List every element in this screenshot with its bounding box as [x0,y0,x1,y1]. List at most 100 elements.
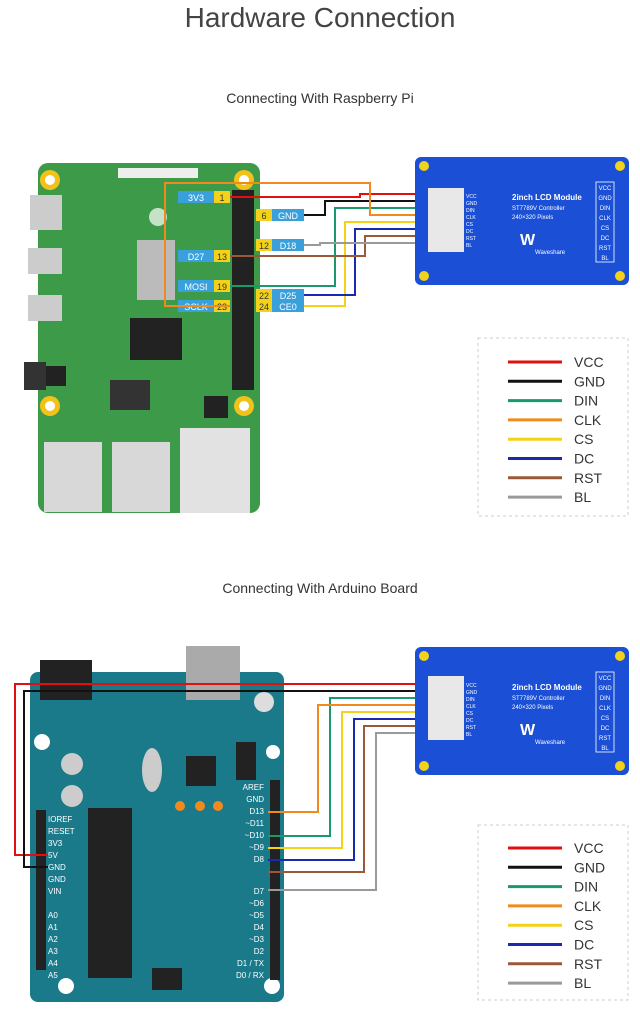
arduino-digital-pin: ~D5 [249,911,264,920]
svg-text:W: W [520,722,536,739]
arduino-digital-pin: D4 [254,923,265,932]
rpi-wire-bl [304,242,440,246]
rpi-wire-clk [164,182,440,307]
rpi-pin-labels-right: 6 GND 12 D18 22 D25 24 CE0 [256,209,304,312]
arduino-wire-clk [268,704,440,813]
arduino-power-pin: VIN [48,887,62,896]
arduino-wire-rst [268,725,440,873]
legend-rpi-label-bl: BL [574,489,591,505]
rpi-pin-ce0: CE0 [279,302,297,312]
legend-rpi-label-cs: CS [574,431,593,447]
arduino-wire-vcc [14,683,440,856]
arduino-analog-pin: A0 [48,911,58,920]
arduino-power-pin: GND [48,863,66,872]
rpi-pin-d25: D25 [280,291,297,301]
arduino-power-pin: IOREF [48,815,73,824]
svg-text:BL: BL [466,732,472,738]
arduino-power-pin: 5V [48,851,58,860]
svg-text:DIN: DIN [466,697,475,703]
svg-text:CS: CS [466,222,474,228]
legend-rpi-label-vcc: VCC [574,354,604,370]
legend-arduino-label-clk: CLK [574,898,602,914]
arduino-digital-pin: ~D11 [245,819,264,828]
arduino-digital-pin: AREF [243,783,264,792]
svg-text:VCC: VCC [466,194,477,200]
rpi-wire-din [230,207,440,287]
rpi-pin-6: 6 [261,211,266,221]
rpi-pin-1: 1 [219,193,224,203]
lcd-rpi-controller: ST7789V Controller [512,206,565,212]
svg-text:CLK: CLK [599,706,611,712]
arduino-board [30,646,284,1002]
arduino-wire-cs [268,711,440,849]
arduino-analog-pin: A5 [48,971,58,980]
svg-text:BL: BL [601,746,609,752]
svg-text:RST: RST [466,236,476,242]
legend-arduino-label-bl: BL [574,975,591,991]
svg-text:DC: DC [601,236,610,242]
arduino-wire-dc [268,718,440,861]
rpi-pin-19: 19 [217,282,227,292]
legend-arduino-label-vcc: VCC [574,840,604,856]
lcd-rpi-pin-labels-left: VCC GND DIN CLK CS DC RST BL [466,194,478,249]
arduino-section-subtitle: Connecting With Arduino Board [222,580,418,596]
legend-arduino-label-rst: RST [574,956,602,972]
arduino-digital-pin: D0 / RX [236,971,265,980]
arduino-analog-pin: A3 [48,947,58,956]
arduino-pin-labels: IOREFRESET3V35VGNDGNDVINA0A1A2A3A4A5AREF… [48,783,265,980]
lcd-arduino-pin-labels-left: VCC GND DIN CLK CS DC RST BL [466,683,478,738]
svg-text:BL: BL [466,243,472,249]
svg-text:CS: CS [601,226,609,232]
legend-rpi-label-dc: DC [574,451,594,467]
arduino-wires [14,683,440,891]
lcd-arduino-pixels: 240×320 Pixels [512,705,553,711]
rpi-wire-dc [304,228,440,296]
rpi-pin-22: 22 [259,291,269,301]
svg-text:VCC: VCC [599,186,612,192]
legend-arduino-label-dc: DC [574,937,594,953]
arduino-wire-bl [268,732,440,891]
svg-text:VCC: VCC [466,683,477,689]
legend-arduino-label-gnd: GND [574,859,605,875]
lcd-rpi-pixels: 240×320 Pixels [512,215,553,221]
rpi-section-subtitle: Connecting With Raspberry Pi [226,90,414,106]
lcd-arduino-controller: ST7789V Controller [512,696,565,702]
svg-text:RST: RST [466,725,476,731]
svg-text:CLK: CLK [466,215,476,221]
svg-text:CLK: CLK [466,704,476,710]
legend-arduino-label-cs: CS [574,917,593,933]
arduino-power-pin: GND [48,875,66,884]
svg-text:DIN: DIN [466,208,475,214]
legend-rpi-label-gnd: GND [574,373,605,389]
arduino-analog-pin: A2 [48,935,58,944]
svg-text:CS: CS [601,716,609,722]
rpi-pin-gnd: GND [278,211,299,221]
rpi-pin-d27: D27 [188,252,205,262]
svg-text:DC: DC [466,718,474,724]
arduino-wire-din [268,697,440,837]
svg-text:DC: DC [601,726,610,732]
lcd-arduino-brand: Waveshare [535,740,566,746]
svg-text:DC: DC [466,229,474,235]
svg-text:BL: BL [601,256,609,262]
legend-rpi-label-rst: RST [574,470,602,486]
svg-text:RST: RST [599,246,611,252]
lcd-rpi-pin-box-right: VCC GND DIN CLK CS DC RST BL [595,181,615,263]
rpi-wire-cs [304,221,440,307]
lcd-rpi-brand: Waveshare [535,250,566,256]
rpi-pin-12: 12 [259,241,269,251]
lcd-module-arduino: 2inch LCD Module ST7789V Controller 240×… [415,647,629,775]
rpi-pin-13: 13 [217,252,227,262]
arduino-digital-pin: ~D9 [249,843,264,852]
arduino-wire-gnd [23,690,440,868]
svg-text:GND: GND [466,690,478,696]
arduino-digital-pin: ~D10 [245,831,265,840]
lcd-module-rpi: 2inch LCD Module ST7789V Controller 240×… [415,157,629,285]
svg-text:CS: CS [466,711,474,717]
arduino-digital-pin: D2 [254,947,265,956]
svg-text:RST: RST [599,736,611,742]
rpi-pin-3v3: 3V3 [188,193,204,203]
